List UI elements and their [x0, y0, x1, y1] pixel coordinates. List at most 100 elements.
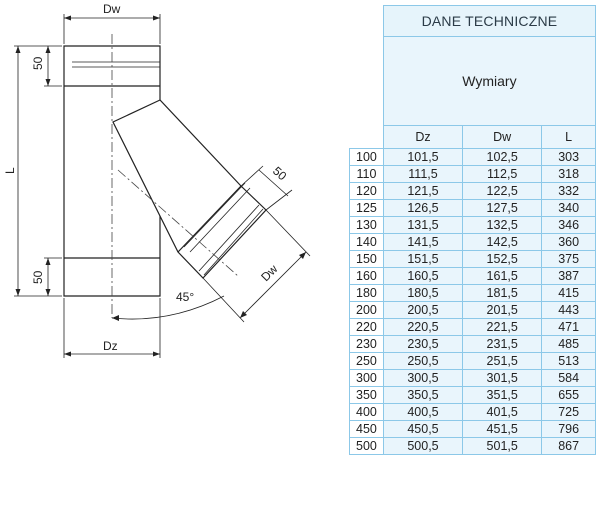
size-cell: 450	[349, 420, 384, 438]
table-title: DANE TECHNICZNE	[382, 5, 597, 37]
dz-cell: 141,5	[382, 233, 464, 251]
l-cell: 725	[541, 403, 596, 421]
size-cell: 500	[349, 437, 384, 455]
dz-cell: 126,5	[382, 199, 464, 217]
arrow-dw-top-left	[64, 15, 71, 21]
arrow-dz-left	[64, 351, 71, 357]
dz-cell: 151,5	[382, 250, 464, 268]
dz-cell: 300,5	[382, 369, 464, 387]
arrow-l-top	[15, 46, 21, 53]
size-cell: 230	[349, 335, 384, 353]
branch-dw-dim-line	[239, 251, 307, 319]
dim-label-angle: 45°	[176, 290, 194, 304]
dz-cell: 200,5	[382, 301, 464, 319]
size-cell: 130	[349, 216, 384, 234]
dw-cell: 132,5	[462, 216, 543, 234]
dw-cell: 251,5	[462, 352, 543, 370]
branch-outline	[112, 99, 267, 279]
l-cell: 303	[541, 148, 596, 166]
l-cell: 471	[541, 318, 596, 336]
pipe-main-outline	[63, 45, 161, 297]
table-subtitle: Wymiary	[382, 36, 597, 126]
column-header-dz: Dz	[382, 125, 464, 149]
size-cell: 150	[349, 250, 384, 268]
dw-cell: 221,5	[462, 318, 543, 336]
l-cell: 485	[541, 335, 596, 353]
l-cell: 360	[541, 233, 596, 251]
dz-cell: 131,5	[382, 216, 464, 234]
column-header-dw: Dw	[462, 125, 543, 149]
l-cell: 584	[541, 369, 596, 387]
dz-cell: 250,5	[382, 352, 464, 370]
branch-fifty-ext-2	[265, 189, 293, 211]
branch-dw-ext-1	[202, 277, 245, 323]
branch-dw-ext-2	[265, 209, 311, 257]
arrow-angle	[112, 315, 119, 321]
dim-label-fifty-bottom: 50	[31, 270, 45, 284]
dim-label-fifty-top: 50	[31, 56, 45, 70]
dim-label-dw-top: Dw	[103, 2, 121, 16]
dw-cell: 451,5	[462, 420, 543, 438]
dim-label-l: L	[3, 167, 17, 174]
l-cell: 513	[541, 352, 596, 370]
size-cell: 220	[349, 318, 384, 336]
dw-cell: 501,5	[462, 437, 543, 455]
column-header-l: L	[541, 125, 596, 149]
branch-socket-line-2	[203, 208, 264, 276]
dim-label-fifty-branch: 50	[270, 164, 290, 184]
branch-centerline	[117, 169, 239, 277]
dim-label-dz: Dz	[103, 339, 118, 353]
table-corner-blank-2	[349, 36, 384, 126]
arrow-branch-dw-a	[240, 311, 247, 318]
l-cell: 387	[541, 267, 596, 285]
dz-cell: 160,5	[382, 267, 464, 285]
dz-cell: 101,5	[382, 148, 464, 166]
dz-cell: 350,5	[382, 386, 464, 404]
branch-socket-edge	[177, 185, 242, 253]
size-cell: 200	[349, 301, 384, 319]
angle-arc	[111, 295, 225, 320]
arrow-fifty-top-b	[45, 79, 51, 86]
arrow-l-bottom	[15, 289, 21, 296]
l-cell: 318	[541, 165, 596, 183]
l-cell: 867	[541, 437, 596, 455]
dw-cell: 231,5	[462, 335, 543, 353]
dw-cell: 122,5	[462, 182, 543, 200]
l-cell: 375	[541, 250, 596, 268]
dw-cell: 351,5	[462, 386, 543, 404]
size-cell: 120	[349, 182, 384, 200]
arrow-fifty-bottom-b	[45, 289, 51, 296]
size-cell: 400	[349, 403, 384, 421]
dw-cell: 181,5	[462, 284, 543, 302]
dz-cell: 220,5	[382, 318, 464, 336]
arrow-branch-dw-b	[299, 252, 306, 259]
l-cell: 340	[541, 199, 596, 217]
size-cell: 180	[349, 284, 384, 302]
size-cell: 140	[349, 233, 384, 251]
dw-cell: 112,5	[462, 165, 543, 183]
technical-drawing: Dw 50 L 50 Dz 45° 50 Dw	[3, 2, 311, 358]
l-cell: 346	[541, 216, 596, 234]
branch-socket-line-1	[198, 204, 260, 272]
dz-cell: 180,5	[382, 284, 464, 302]
dw-cell: 161,5	[462, 267, 543, 285]
size-cell: 100	[349, 148, 384, 166]
arrow-fifty-top-a	[45, 46, 51, 53]
arrow-dz-right	[153, 351, 160, 357]
